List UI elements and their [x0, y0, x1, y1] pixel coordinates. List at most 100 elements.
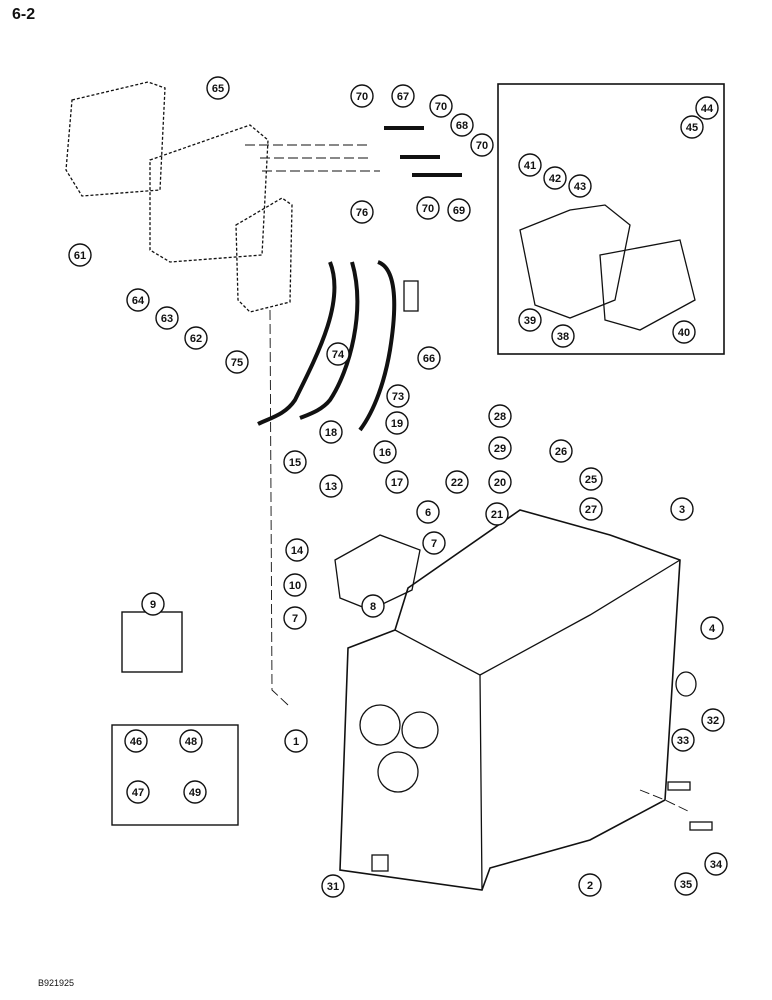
callout-circle [391, 84, 415, 108]
callout-label: 13 [325, 481, 337, 493]
bearing-bore-1 [359, 704, 401, 746]
callout-label: 28 [494, 411, 506, 423]
callout-circle [385, 411, 409, 435]
callout-circle [386, 384, 410, 408]
callout-circle [126, 780, 150, 804]
callout-label: 64 [132, 295, 145, 307]
callout-label: 47 [132, 787, 144, 799]
callout-label: 34 [710, 859, 723, 871]
callout-label: 70 [476, 140, 488, 152]
callout-49: 49 [183, 780, 207, 804]
callout-circle [578, 873, 602, 897]
callout-76: 76 [350, 200, 374, 224]
callout-label: 73 [392, 391, 404, 403]
detail-box-covers [497, 83, 725, 355]
callout-circle [283, 573, 307, 597]
callout-label: 35 [680, 879, 692, 891]
block-66 [403, 280, 419, 312]
callout-label: 14 [291, 545, 304, 557]
bolt-34 [689, 821, 713, 831]
callout-label: 18 [325, 427, 337, 439]
callout-45: 45 [680, 115, 704, 139]
callout-label: 7 [292, 613, 298, 625]
callout-41: 41 [518, 153, 542, 177]
callout-3: 3 [670, 497, 694, 521]
callout-63: 63 [155, 306, 179, 330]
callout-label: 40 [678, 327, 690, 339]
callout-circle [470, 133, 494, 157]
callout-74: 74 [326, 342, 350, 366]
callout-circle [568, 174, 592, 198]
callout-circle [488, 470, 512, 494]
callout-circle [284, 729, 308, 753]
callout-circle [579, 497, 603, 521]
callout-label: 76 [356, 207, 368, 219]
callout-67: 67 [391, 84, 415, 108]
callout-48: 48 [179, 729, 203, 753]
callout-circle [701, 708, 725, 732]
callout-33: 33 [671, 728, 695, 752]
callout-label: 44 [701, 103, 714, 115]
callout-21: 21 [485, 502, 509, 526]
callout-label: 4 [709, 623, 716, 635]
callout-circle [680, 115, 704, 139]
callout-label: 74 [332, 349, 345, 361]
callout-circle [488, 404, 512, 428]
callout-circle [488, 436, 512, 460]
cap-4 [675, 671, 697, 697]
callout-65: 65 [206, 76, 230, 100]
callout-label: 31 [327, 881, 339, 893]
callout-70: 70 [429, 94, 453, 118]
callout-circle [183, 780, 207, 804]
callout-44: 44 [695, 96, 719, 120]
callout-circle [350, 200, 374, 224]
callout-35: 35 [674, 872, 698, 896]
callout-label: 68 [456, 120, 468, 132]
callout-18: 18 [319, 420, 343, 444]
callout-label: 15 [289, 457, 301, 469]
callout-label: 10 [289, 580, 301, 592]
callout-label: 69 [453, 205, 465, 217]
callout-39: 39 [518, 308, 542, 332]
callout-19: 19 [385, 411, 409, 435]
callout-label: 2 [587, 880, 593, 892]
callout-31: 31 [321, 874, 345, 898]
callout-circle [422, 531, 446, 555]
callout-circle [445, 470, 469, 494]
callout-circle [385, 470, 409, 494]
callout-34: 34 [704, 852, 728, 876]
callout-47: 47 [126, 780, 150, 804]
callout-28: 28 [488, 404, 512, 428]
callout-2: 2 [578, 873, 602, 897]
callout-circle [319, 420, 343, 444]
callout-circle [485, 502, 509, 526]
callout-40: 40 [672, 320, 696, 344]
callout-circle [695, 96, 719, 120]
pipe-73 [358, 260, 397, 432]
callout-circle [321, 874, 345, 898]
callout-14: 14 [285, 538, 309, 562]
callout-label: 6 [425, 507, 431, 519]
callout-circle [141, 592, 165, 616]
callout-label: 1 [293, 736, 299, 748]
callout-circle [124, 729, 148, 753]
callout-circle [206, 76, 230, 100]
callout-circle [450, 113, 474, 137]
callout-circle [447, 198, 471, 222]
pipe-75 [257, 261, 337, 426]
callout-70: 70 [416, 196, 440, 220]
callout-43: 43 [568, 174, 592, 198]
callout-42: 42 [543, 166, 567, 190]
cover-38 [599, 239, 696, 331]
transmission-housing-1 [339, 509, 681, 891]
callout-73: 73 [386, 384, 410, 408]
bolt-32 [667, 781, 691, 791]
callout-circle [417, 346, 441, 370]
gasket-61 [65, 81, 166, 197]
callout-label: 49 [189, 787, 201, 799]
callout-circle [416, 500, 440, 524]
callout-label: 25 [585, 474, 597, 486]
callout-circle [671, 728, 695, 752]
callout-64: 64 [126, 288, 150, 312]
